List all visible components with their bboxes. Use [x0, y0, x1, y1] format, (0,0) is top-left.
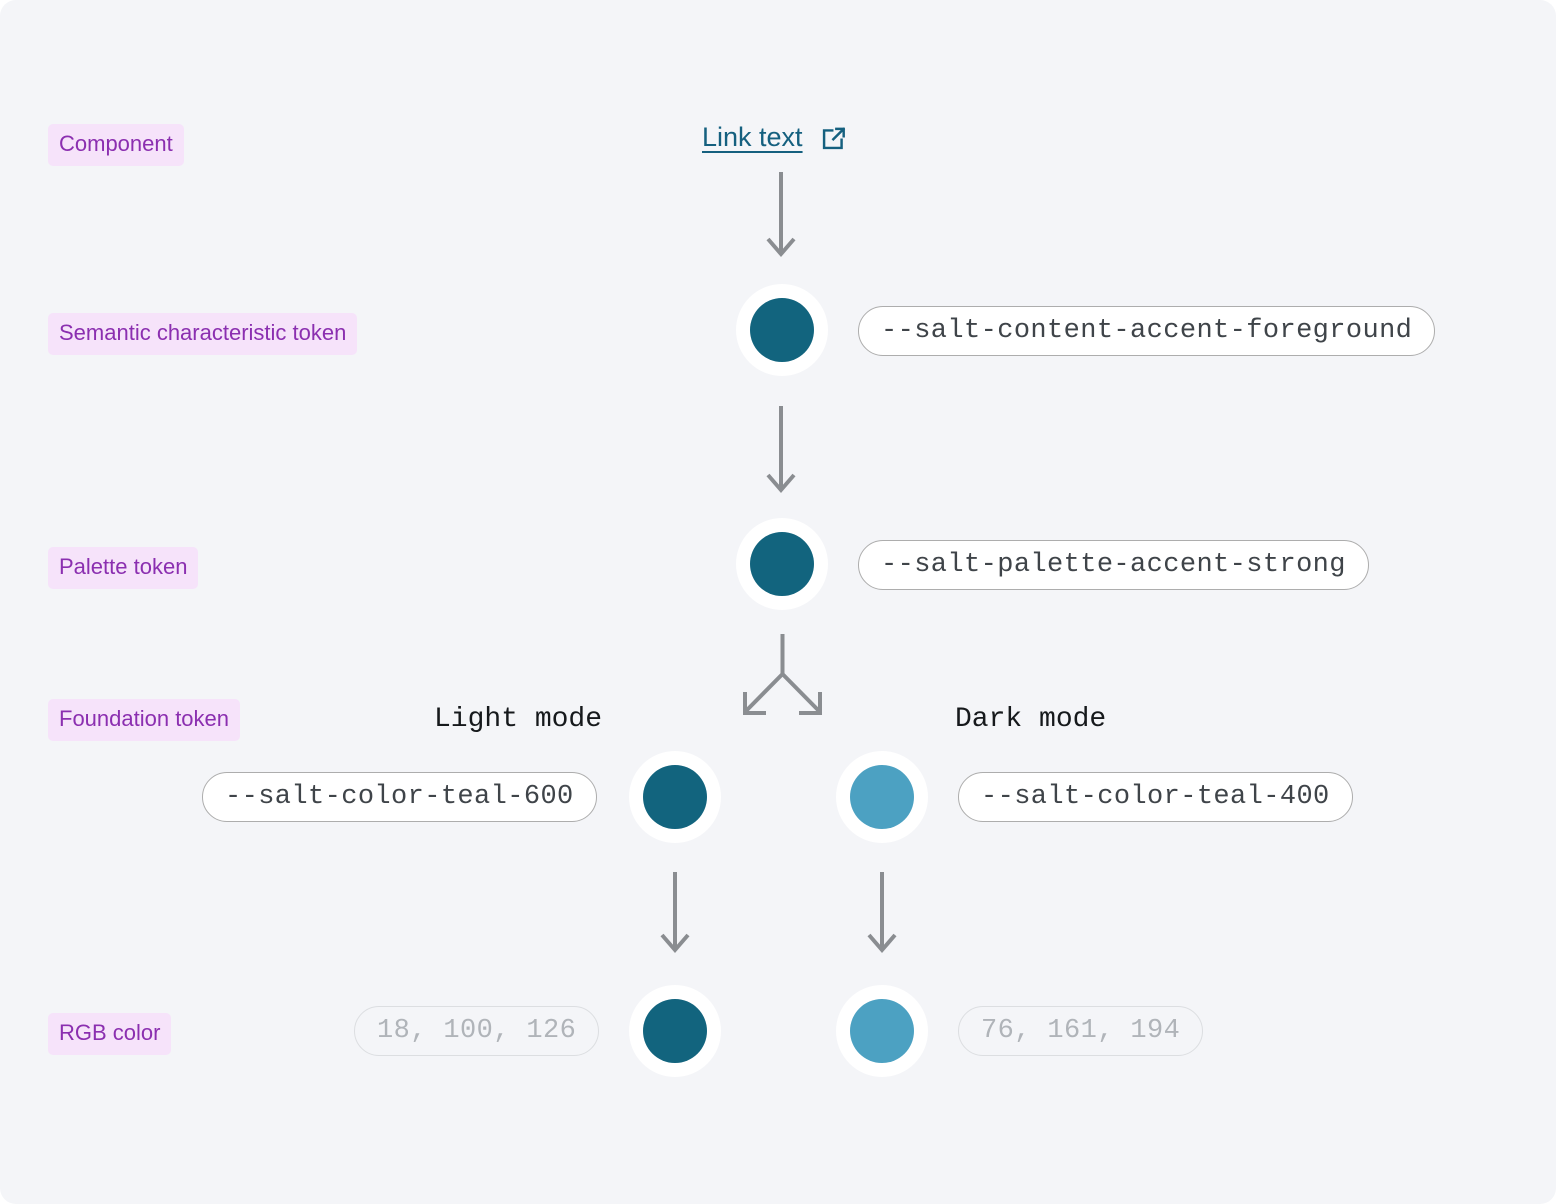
- caption-dark-mode: Dark mode: [955, 704, 1107, 735]
- stage-label-foundation-token: Foundation token: [48, 699, 241, 741]
- swatch-dot: [850, 999, 914, 1063]
- stage-label-semantic-characteristic-token: Semantic characteristic token: [48, 313, 358, 355]
- token-pill-palette: --salt-palette-accent-strong: [858, 540, 1369, 590]
- swatch-dot: [750, 298, 814, 362]
- rgb-pill-dark: 76, 161, 194: [958, 1006, 1204, 1056]
- caption-light-mode: Light mode: [434, 704, 603, 735]
- arrow-component-to-semantic: [766, 172, 796, 258]
- swatch-rgb-light: [629, 985, 721, 1077]
- swatch-rgb-dark: [836, 985, 928, 1077]
- swatch-semantic-token: [736, 284, 828, 376]
- component-link[interactable]: Link text: [702, 122, 848, 153]
- token-pill-foundation-light: --salt-color-teal-600: [202, 772, 597, 822]
- arrow-foundation-dark-to-rgb: [867, 872, 897, 954]
- token-pill-foundation-dark: --salt-color-teal-400: [958, 772, 1353, 822]
- stage-label-palette-token: Palette token: [48, 547, 199, 589]
- token-pill-semantic: --salt-content-accent-foreground: [858, 306, 1436, 356]
- swatch-foundation-light: [629, 751, 721, 843]
- stage-label-component: Component: [48, 124, 184, 166]
- swatch-dot: [750, 532, 814, 596]
- swatch-dot: [643, 765, 707, 829]
- link-text-label[interactable]: Link text: [702, 122, 803, 152]
- arrow-semantic-to-palette: [766, 406, 796, 494]
- external-link-icon: [820, 124, 848, 152]
- swatch-dot: [643, 999, 707, 1063]
- arrow-foundation-light-to-rgb: [660, 872, 690, 954]
- swatch-dot: [850, 765, 914, 829]
- rgb-pill-light: 18, 100, 126: [354, 1006, 600, 1056]
- stage-label-rgb-color: RGB color: [48, 1013, 172, 1055]
- swatch-palette-token: [736, 518, 828, 610]
- arrow-fork-palette-to-foundation: [743, 634, 822, 715]
- swatch-foundation-dark: [836, 751, 928, 843]
